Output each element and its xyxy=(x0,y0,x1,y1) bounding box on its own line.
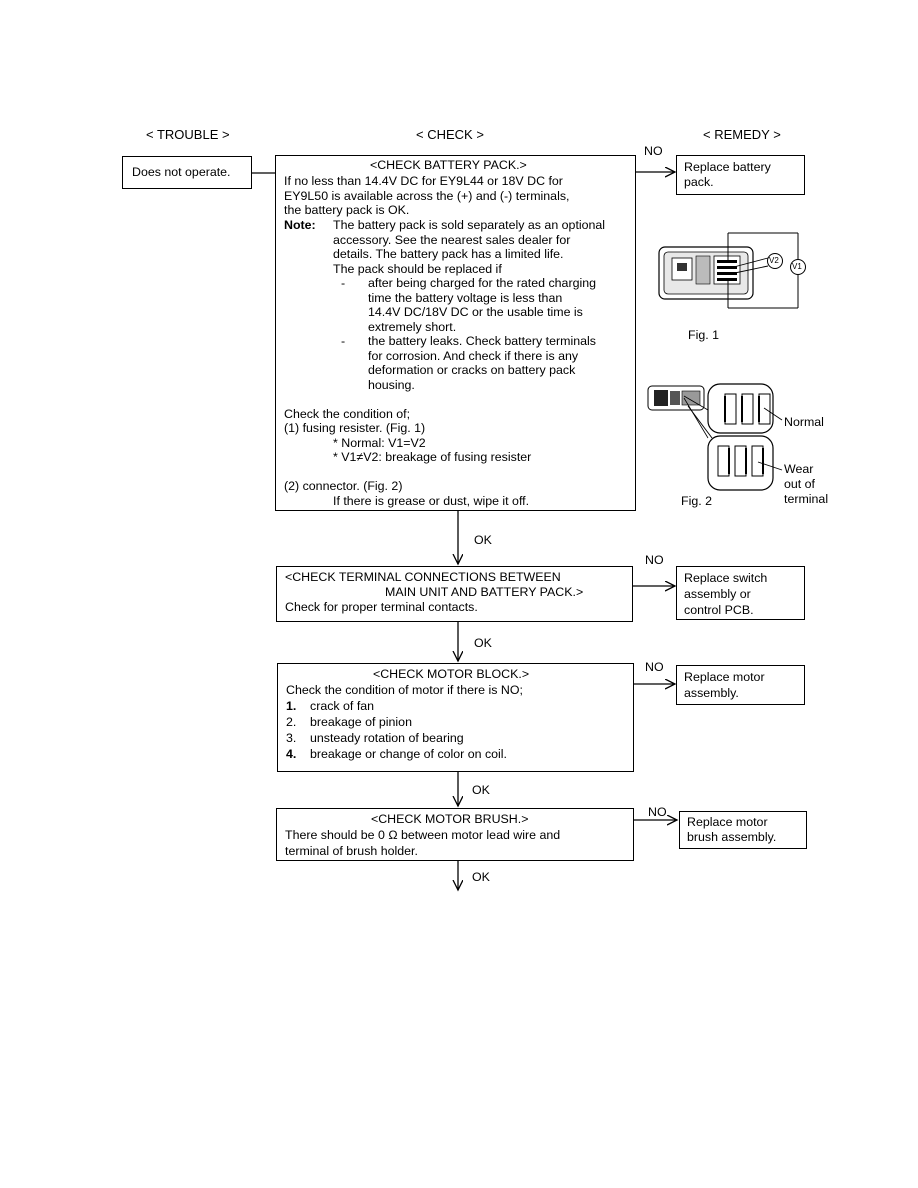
remedy-line: assembly. xyxy=(684,686,739,700)
remedy-line: assembly or xyxy=(684,587,751,601)
motor-item: 2.breakage of pinion xyxy=(286,715,412,729)
no-label: NO xyxy=(644,144,663,158)
fig2-connector-illustration xyxy=(647,383,783,491)
fig1-caption: Fig. 1 xyxy=(688,328,719,342)
ok-label: OK xyxy=(474,533,492,547)
check-terminal-line: MAIN UNIT AND BATTERY PACK.> xyxy=(385,585,584,599)
condition-item-1-normal: * Normal: V1=V2 xyxy=(333,436,426,450)
bullet2-line: the battery leaks. Check battery termina… xyxy=(368,334,596,348)
wear-label: terminal xyxy=(784,492,829,506)
bullet2-line: deformation or cracks on battery pack xyxy=(368,363,576,377)
no-label: NO xyxy=(645,660,664,674)
remedy-battery-box: Replace battery pack. xyxy=(676,155,805,195)
wear-label: out of xyxy=(784,477,816,491)
remedy-line: brush assembly. xyxy=(687,830,777,844)
remedy-brush-box: Replace motor brush assembly. xyxy=(679,811,807,849)
ok-label: OK xyxy=(472,783,490,797)
check-battery-line: If no less than 14.4V DC for EY9L44 or 1… xyxy=(284,174,563,188)
fig2-caption: Fig. 2 xyxy=(681,494,712,508)
note-line: accessory. See the nearest sales dealer … xyxy=(333,233,571,247)
remedy-line: Replace switch xyxy=(684,571,768,585)
check-battery-box: <CHECK BATTERY PACK.> If no less than 14… xyxy=(275,155,636,511)
bullet-dash: - xyxy=(341,334,346,348)
bullet1-line: time the battery voltage is less than xyxy=(368,291,563,305)
check-motor-intro: Check the condition of motor if there is… xyxy=(286,683,523,697)
condition-item-1-break: * V1≠V2: breakage of fusing resister xyxy=(333,450,532,464)
bullet-dash: - xyxy=(341,276,346,290)
condition-item-2-detail: If there is grease or dust, wipe it off. xyxy=(333,494,530,508)
bullet2-line: housing. xyxy=(368,378,415,392)
motor-item: 3.unsteady rotation of bearing xyxy=(286,731,464,745)
check-battery-title: <CHECK BATTERY PACK.> xyxy=(370,158,527,172)
bullet1-line: extremely short. xyxy=(368,320,457,334)
header-check: < CHECK > xyxy=(416,127,484,142)
remedy-line: Replace battery xyxy=(684,160,771,174)
check-battery-line: the battery pack is OK. xyxy=(284,203,410,217)
check-battery-line: EY9L50 is available across the (+) and (… xyxy=(284,189,570,203)
check-motor-title: <CHECK MOTOR BLOCK.> xyxy=(373,667,530,681)
note-line: details. The battery pack has a limited … xyxy=(333,247,564,261)
check-terminal-box: <CHECK TERMINAL CONNECTIONS BETWEEN MAIN… xyxy=(276,566,633,622)
wear-label: Wear xyxy=(784,462,814,476)
bullet2-line: for corrosion. And check if there is any xyxy=(368,349,579,363)
check-brush-box: <CHECK MOTOR BRUSH.> There should be 0 Ω… xyxy=(276,808,634,861)
check-terminal-line: <CHECK TERMINAL CONNECTIONS BETWEEN xyxy=(285,570,561,584)
no-label: NO xyxy=(648,805,667,819)
ok-label: OK xyxy=(472,870,490,884)
condition-intro: Check the condition of; xyxy=(284,407,411,421)
motor-item: 1.crack of fan xyxy=(286,699,375,713)
remedy-line: Replace motor xyxy=(684,670,765,684)
remedy-line: control PCB. xyxy=(684,603,754,617)
header-remedy: < REMEDY > xyxy=(703,127,781,142)
no-label: NO xyxy=(645,553,664,567)
condition-item-1: (1) fusing resister. (Fig. 1) xyxy=(284,421,426,435)
remedy-line: pack. xyxy=(684,175,714,189)
trouble-text: Does not operate. xyxy=(132,165,231,179)
bullet1-line: 14.4V DC/18V DC or the usable time is xyxy=(368,305,583,319)
note-line: The battery pack is sold separately as a… xyxy=(333,218,606,232)
v2-label: V2 xyxy=(769,256,779,265)
trouble-box: Does not operate. xyxy=(122,156,252,189)
note-line: The pack should be replaced if xyxy=(333,262,502,276)
condition-item-2: (2) connector. (Fig. 2) xyxy=(284,479,403,493)
motor-item: 4.breakage or change of color on coil. xyxy=(286,747,507,761)
remedy-switch-box: Replace switch assembly or control PCB. xyxy=(676,566,805,620)
check-brush-line: There should be 0 Ω between motor lead w… xyxy=(285,828,561,842)
check-brush-line: terminal of brush holder. xyxy=(285,844,418,858)
normal-label: Normal xyxy=(784,415,824,429)
remedy-line: Replace motor xyxy=(687,815,768,829)
check-brush-title: <CHECK MOTOR BRUSH.> xyxy=(371,812,529,826)
check-terminal-line: Check for proper terminal contacts. xyxy=(285,600,478,614)
v1-label: V1 xyxy=(792,262,802,271)
remedy-motor-box: Replace motor assembly. xyxy=(676,665,805,705)
ok-label: OK xyxy=(474,636,492,650)
fig1-battery-illustration xyxy=(658,232,806,309)
header-trouble: < TROUBLE > xyxy=(146,127,230,142)
bullet1-line: after being charged for the rated chargi… xyxy=(368,276,596,290)
check-motor-box: <CHECK MOTOR BLOCK.> Check the condition… xyxy=(277,663,634,772)
note-label: Note: xyxy=(284,218,316,232)
